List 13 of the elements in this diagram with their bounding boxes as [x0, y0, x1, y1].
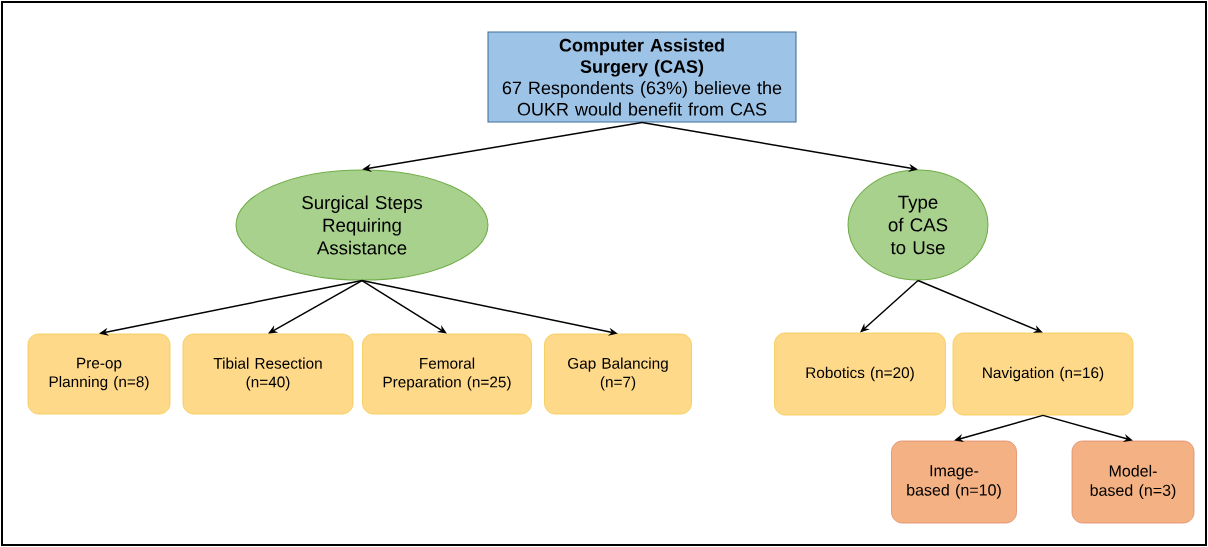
arrow — [361, 279, 447, 334]
type-box: Navigation (n=16) — [952, 332, 1134, 416]
step-box: Femoral Preparation (n=25) — [362, 333, 532, 415]
title-box: Computer Assisted Surgery (CAS) 67 Respondents (63%) believe the OUKR would benefit from CAS — [487, 31, 797, 123]
subtype-box: Image-based (n=10) — [891, 440, 1017, 524]
subtype-box: Model-based (n=3) — [1071, 440, 1195, 524]
step-box: Gap Balancing (n=7) — [544, 333, 692, 415]
type-box: Robotics (n=20) — [774, 332, 946, 416]
arrow — [860, 279, 919, 333]
arrow — [917, 279, 1043, 333]
step-box: Tibial Resection (n=40) — [182, 333, 354, 415]
arrow — [268, 279, 363, 334]
step-box: Pre-op Planning (n=8) — [27, 333, 171, 415]
